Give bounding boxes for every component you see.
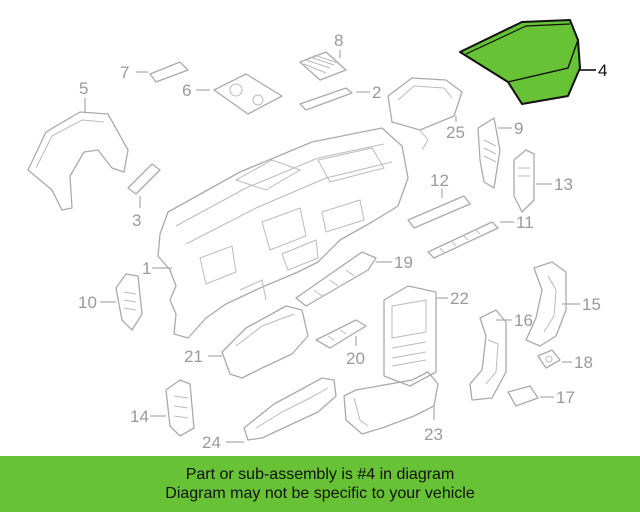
part-7-bracket bbox=[136, 61, 189, 83]
callout-16: 16 bbox=[514, 311, 533, 330]
part-8-grille bbox=[299, 50, 347, 81]
part-9-side-vent bbox=[477, 117, 512, 189]
callout-23: 23 bbox=[424, 425, 443, 444]
parts-diagram: 1 2 3 4 5 6 7 8 9 10 11 12 13 14 15 16 1… bbox=[27, 19, 607, 452]
callout-4: 4 bbox=[598, 61, 607, 80]
part-24-knee-panel bbox=[226, 377, 337, 443]
callout-1: 1 bbox=[142, 259, 151, 278]
callout-19: 19 bbox=[394, 253, 413, 272]
part-15-right-bezel bbox=[525, 261, 580, 347]
part-16-tall-bezel bbox=[469, 309, 512, 401]
info-banner: Part or sub-assembly is #4 in diagram Di… bbox=[0, 456, 640, 512]
part-4-highlighted bbox=[459, 19, 596, 105]
part-3-trim bbox=[127, 163, 161, 208]
part-14-lower-vent bbox=[150, 379, 195, 437]
part-18-switch bbox=[537, 349, 572, 369]
callout-2: 2 bbox=[372, 83, 381, 102]
callout-10: 10 bbox=[78, 293, 97, 312]
callout-17: 17 bbox=[556, 388, 575, 407]
part-20-small-panel bbox=[315, 319, 367, 349]
banner-line-1: Part or sub-assembly is #4 in diagram bbox=[185, 466, 455, 483]
part-2-vent-strip bbox=[299, 87, 370, 111]
part-10-left-vent bbox=[100, 273, 143, 331]
callout-24: 24 bbox=[202, 433, 221, 452]
callout-9: 9 bbox=[514, 119, 523, 138]
part-19-switch-panel bbox=[295, 251, 392, 307]
callout-18: 18 bbox=[574, 353, 593, 372]
part-25-airbag bbox=[387, 77, 463, 151]
callout-21: 21 bbox=[184, 347, 203, 366]
callout-11: 11 bbox=[516, 213, 534, 232]
part-5-cluster-hood bbox=[27, 98, 129, 211]
callout-25: 25 bbox=[446, 123, 465, 142]
callout-22: 22 bbox=[450, 289, 469, 308]
part-22-center-stack bbox=[383, 285, 448, 387]
callout-20: 20 bbox=[346, 349, 365, 368]
part-21-lower-bezel bbox=[208, 305, 309, 379]
callout-13: 13 bbox=[554, 175, 573, 194]
part-1-instrument-panel bbox=[157, 127, 409, 339]
callout-5: 5 bbox=[79, 79, 88, 98]
callout-15: 15 bbox=[582, 295, 601, 314]
part-23-console-panel bbox=[343, 371, 439, 435]
callout-8: 8 bbox=[334, 31, 343, 50]
part-13-right-vent bbox=[513, 149, 552, 213]
part-6-control-panel bbox=[196, 73, 283, 115]
part-11-strip bbox=[427, 221, 514, 259]
callout-7: 7 bbox=[120, 63, 129, 82]
callout-6: 6 bbox=[182, 81, 191, 100]
part-12-trim-bar bbox=[407, 188, 471, 229]
banner-line-2: Diagram may not be specific to your vehi… bbox=[165, 485, 475, 502]
part-17-clip bbox=[507, 385, 554, 407]
callout-14: 14 bbox=[130, 407, 149, 426]
callout-12: 12 bbox=[430, 171, 449, 190]
callout-3: 3 bbox=[132, 211, 141, 230]
